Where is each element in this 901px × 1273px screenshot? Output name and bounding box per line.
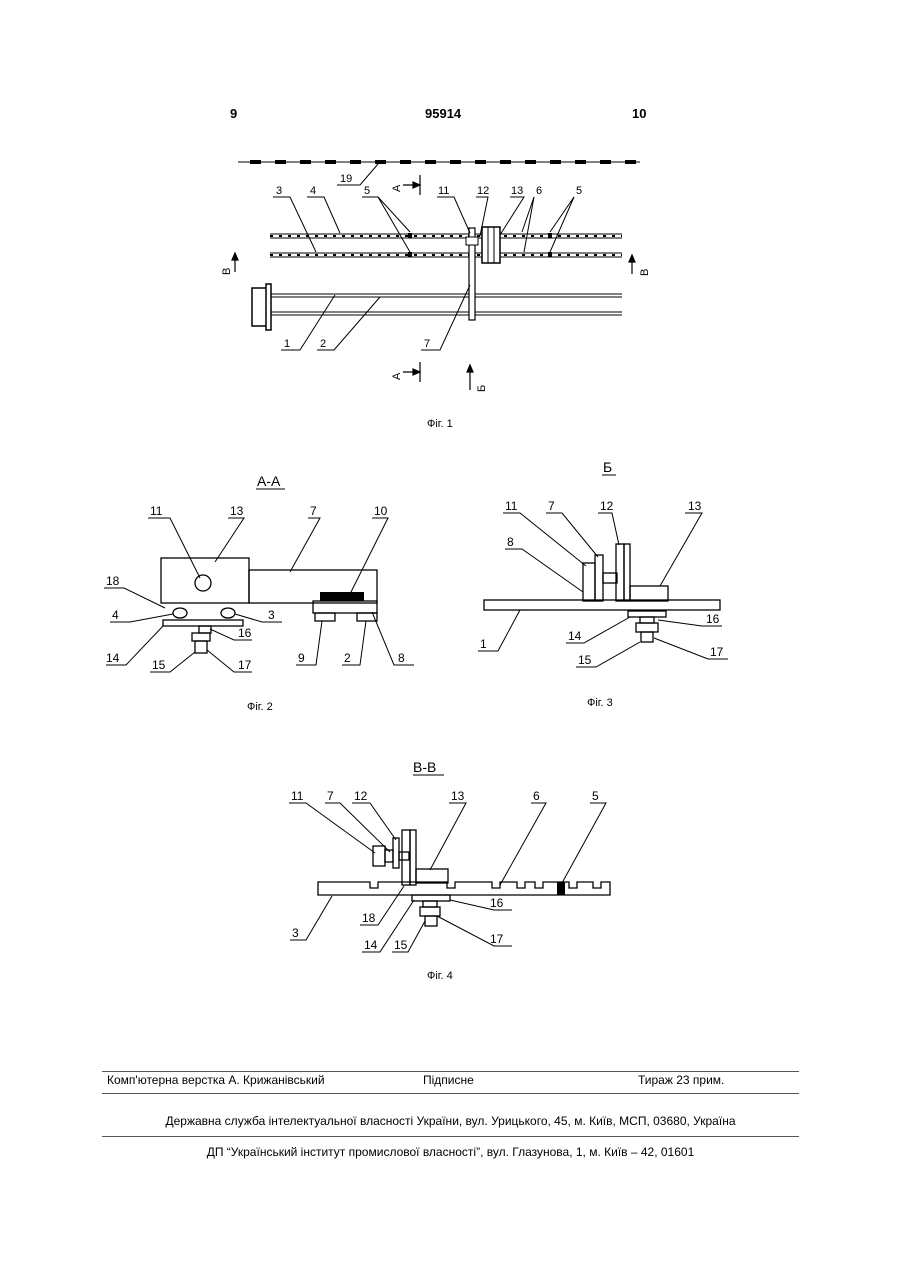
footer-rule-bottom xyxy=(102,1136,799,1137)
svg-text:6: 6 xyxy=(533,789,540,803)
footer-institute: ДП “Український інститут промислової вла… xyxy=(0,1145,901,1159)
svg-text:15: 15 xyxy=(394,938,408,952)
svg-text:11: 11 xyxy=(291,789,304,803)
footer-layout-by: Комп'ютерна верстка А. Крижанівський xyxy=(107,1073,325,1087)
svg-text:3: 3 xyxy=(292,926,299,940)
svg-text:5: 5 xyxy=(592,789,599,803)
footer-rule-middle xyxy=(102,1093,799,1094)
svg-text:16: 16 xyxy=(490,896,504,910)
svg-text:14: 14 xyxy=(364,938,378,952)
svg-text:17: 17 xyxy=(490,932,504,946)
footer-signed: Підписне xyxy=(423,1073,474,1087)
svg-text:13: 13 xyxy=(451,789,465,803)
figure-4-caption: Фіг. 4 xyxy=(427,970,453,982)
svg-text:7: 7 xyxy=(327,789,334,803)
svg-text:12: 12 xyxy=(354,789,368,803)
footer-circulation: Тираж 23 прим. xyxy=(638,1073,724,1087)
svg-text:В-В: В-В xyxy=(413,759,436,775)
svg-text:18: 18 xyxy=(362,911,376,925)
footer-rule-top xyxy=(102,1071,799,1072)
figure-4-drawing: В-В 11 7 12 13 6 5 3 18 14 15 16 17 xyxy=(0,0,901,990)
footer-office: Державна служба інтелектуальної власност… xyxy=(0,1114,901,1128)
